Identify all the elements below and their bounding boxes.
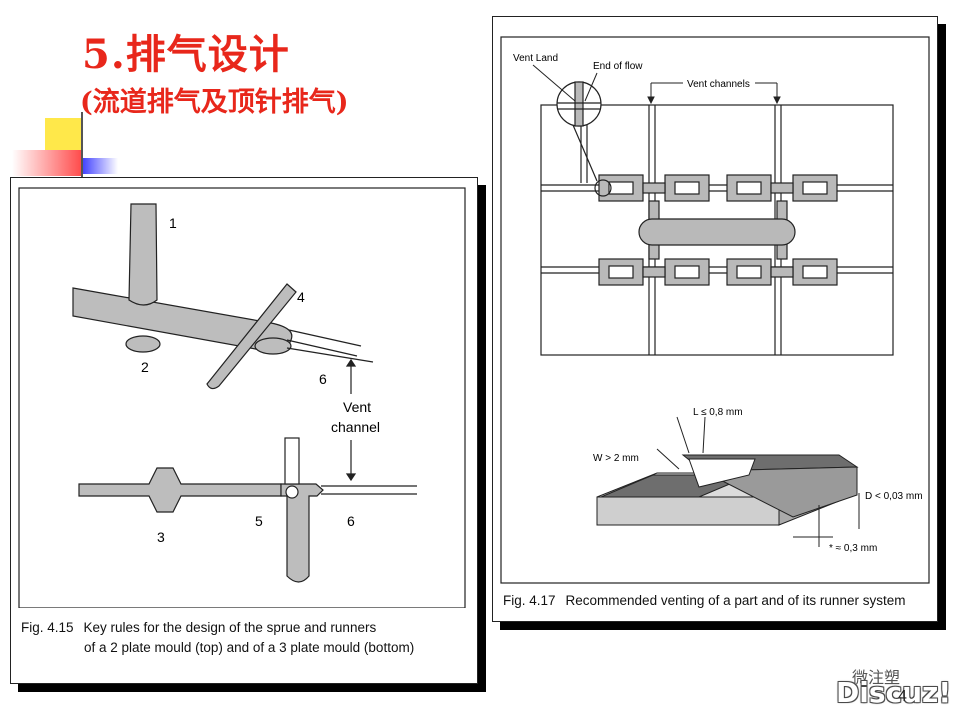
gate-circle	[285, 485, 299, 499]
caption-left: Fig. 4.15 Key rules for the design of the…	[21, 618, 414, 658]
figure-right-panel: Vent Land End of flow Vent channels L ≤ …	[492, 16, 938, 622]
two-plate-mould-drawing	[72, 203, 297, 390]
watermark-brand: Discuz!	[836, 676, 952, 709]
label-vent: Vent	[343, 399, 371, 415]
label-5: 5	[255, 513, 263, 529]
label-vent-land: Vent Land	[513, 53, 558, 64]
slide-title: 5.排气设计	[82, 31, 290, 78]
slide-subtitle: (流道排气及顶针排气)	[80, 87, 349, 118]
caption-left-line1: Key rules for the design of the sprue an…	[83, 620, 377, 635]
label-end-of-flow: End of flow	[593, 61, 643, 72]
label-length: L ≤ 0,8 mm	[693, 407, 743, 418]
plan-leaders	[532, 64, 781, 105]
label-1: 1	[169, 215, 177, 231]
vent-block-3d	[596, 454, 859, 526]
watermark-chinese: 微注塑	[852, 670, 901, 687]
three-plate-mould-drawing	[78, 437, 324, 583]
label-width: W > 2 mm	[593, 453, 639, 464]
label-4: 4	[297, 289, 305, 305]
figure-frame-right	[500, 36, 930, 584]
vent-dimension-lines	[656, 416, 860, 547]
label-6-top: 6	[319, 371, 327, 387]
sprue-runner-diagram: 1 2 4 6 Vent channel 3 5 6	[18, 187, 466, 608]
label-depth: D < 0,03 mm	[865, 491, 923, 502]
figure-left-panel: 1 2 4 6 Vent channel 3 5 6 Fig. 4.15 Key …	[10, 177, 478, 684]
deco-red-bar	[12, 150, 82, 176]
label-2: 2	[141, 359, 149, 375]
figure-frame	[18, 187, 466, 608]
label-channel: channel	[331, 419, 380, 435]
label-vent-channels: Vent channels	[687, 79, 750, 90]
label-3: 3	[157, 529, 165, 545]
top-vent-channel	[286, 329, 374, 363]
fig-number-left: Fig. 4.15	[21, 620, 74, 635]
label-relief: * ≈ 0,3 mm	[829, 543, 877, 554]
label-6-bottom: 6	[347, 513, 355, 529]
caption-right: Fig. 4.17 Recommended venting of a part a…	[503, 591, 905, 611]
caption-right-text: Recommended venting of a part and of its…	[565, 593, 906, 608]
mould-plan-drawing	[540, 81, 894, 356]
fig-number-right: Fig. 4.17	[503, 593, 556, 608]
venting-diagram: Vent Land End of flow Vent channels L ≤ …	[500, 36, 930, 584]
page-number: 4	[898, 688, 907, 705]
bottom-vent-channel	[321, 358, 417, 495]
deco-blue-bar	[78, 158, 118, 174]
deco-vertical-line	[81, 112, 83, 182]
caption-left-line2: of a 2 plate mould (top) and of a 3 plat…	[84, 640, 415, 655]
